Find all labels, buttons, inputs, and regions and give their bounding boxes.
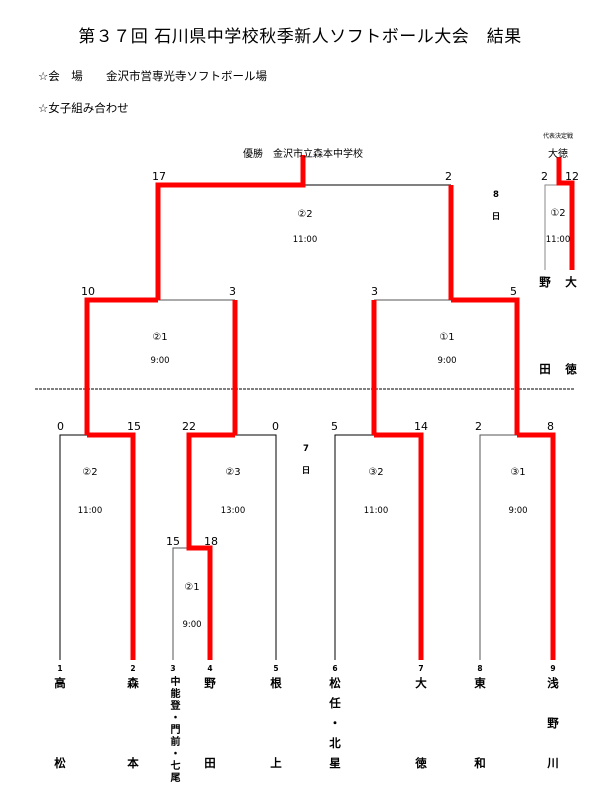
bracket-lines-red xyxy=(84,155,575,660)
r1-1v2-score-left: 0 xyxy=(57,420,64,433)
team-6-name-4: 北 xyxy=(329,736,341,750)
team-number-8: 8 xyxy=(477,664,483,673)
final-time: 11:00 xyxy=(292,235,318,245)
team-9-name-mid: 野 xyxy=(547,716,559,730)
r0-3v4-time: 9:00 xyxy=(182,620,202,630)
champion-label: 優勝 金沢市立森本中学校 xyxy=(243,149,363,160)
r1-1v2-court: ②2 xyxy=(82,467,98,478)
team-5-name-bottom: 上 xyxy=(270,756,282,770)
team-7-name-top: 大 xyxy=(415,676,427,690)
team-3-name: 中能登・門前・七尾 xyxy=(168,676,179,784)
semi-left-court: ②1 xyxy=(152,332,168,343)
r1-6v7-score-left: 5 xyxy=(331,420,338,433)
rep-left-team-top: 野 xyxy=(539,275,551,289)
rep-court: ①2 xyxy=(550,208,566,219)
day7-number: 7 xyxy=(303,444,309,454)
team-8-name-top: 東 xyxy=(474,676,486,690)
team-number-3: 3 xyxy=(170,664,176,673)
team-1-name-bottom: 松 xyxy=(54,756,66,770)
r1-6v7-score-right: 14 xyxy=(414,420,428,433)
rep-right-team-bottom: 徳 xyxy=(565,362,577,376)
semi-right-court: ①1 xyxy=(439,332,455,343)
team-2-name-top: 森 xyxy=(127,676,139,690)
team-6-name-3: ・ xyxy=(329,716,341,730)
final-score-right: 2 xyxy=(445,170,452,183)
day8-number: 8 xyxy=(493,190,499,200)
r0-3v4-court: ②1 xyxy=(184,582,200,593)
r1-6v7-court: ③2 xyxy=(368,467,384,478)
section-title: ☆女子組み合わせ xyxy=(38,101,129,115)
team-1-name-top: 高 xyxy=(54,676,66,690)
team-6-name-2: 任 xyxy=(329,696,341,710)
team-4-name-top: 野 xyxy=(204,676,216,690)
venue-label: ☆会 場 xyxy=(38,69,83,83)
r1-w34v5-court: ②3 xyxy=(225,467,241,478)
r1-8v9-score-right: 8 xyxy=(547,420,554,433)
r1-6v7-time: 11:00 xyxy=(363,506,389,516)
team-number-1: 1 xyxy=(57,664,63,673)
r1-w34v5-score-left: 22 xyxy=(182,420,196,433)
r1-8v9-score-left: 2 xyxy=(475,420,482,433)
bracket-lines-black xyxy=(59,184,559,660)
team-7-name-bottom: 徳 xyxy=(415,756,427,770)
r0-3v4-score-right: 18 xyxy=(204,535,218,548)
rep-right-team-top: 大 xyxy=(565,275,577,289)
semi-right-score-right: 5 xyxy=(510,285,517,298)
team-6-name-1: 松 xyxy=(329,676,341,690)
team-9-name-top: 浅 xyxy=(547,676,559,690)
r1-w34v5-score-right: 0 xyxy=(272,420,279,433)
team-4-name-bottom: 田 xyxy=(204,756,216,770)
team-number-2: 2 xyxy=(130,664,136,673)
r1-8v9-court: ③1 xyxy=(510,467,526,478)
rep-match-winner: 大徳 xyxy=(548,149,568,160)
team-6-name-5: 星 xyxy=(329,756,341,770)
team-5-name-top: 根 xyxy=(270,676,282,690)
venue-name: 金沢市営専光寺ソフトボール場 xyxy=(106,69,267,83)
team-number-4: 4 xyxy=(207,664,213,673)
rep-left-team-bottom: 田 xyxy=(539,362,551,376)
final-court: ②2 xyxy=(297,209,313,220)
team-2-name-bottom: 本 xyxy=(127,756,139,770)
semi-left-time: 9:00 xyxy=(150,356,170,366)
rep-score-left: 2 xyxy=(541,170,548,183)
final-score-left: 17 xyxy=(152,170,166,183)
day8-char: 日 xyxy=(491,212,501,222)
r1-w34v5-time: 13:00 xyxy=(220,506,246,516)
semi-right-score-left: 3 xyxy=(371,285,378,298)
day7-char: 日 xyxy=(301,466,311,476)
semi-right-time: 9:00 xyxy=(437,356,457,366)
r0-3v4-score-left: 15 xyxy=(166,535,180,548)
team-8-name-bottom: 和 xyxy=(474,756,486,770)
rep-time: 11:00 xyxy=(545,235,571,245)
r1-1v2-time: 11:00 xyxy=(77,506,103,516)
semi-left-score-left: 10 xyxy=(81,285,95,298)
page-title: 第３７回 石川県中学校秋季新人ソフトボール大会 結果 xyxy=(78,27,522,47)
team-number-5: 5 xyxy=(273,664,279,673)
team-number-6: 6 xyxy=(332,664,338,673)
rep-score-right: 12 xyxy=(565,170,579,183)
team-number-7: 7 xyxy=(418,664,424,673)
team-number-9: 9 xyxy=(550,664,556,673)
rep-match-title: 代表決定戦 xyxy=(542,133,573,140)
semi-left-score-right: 3 xyxy=(229,285,236,298)
r1-1v2-score-right: 15 xyxy=(127,420,141,433)
r1-8v9-time: 9:00 xyxy=(508,506,528,516)
team-9-name-bottom: 川 xyxy=(547,756,559,770)
